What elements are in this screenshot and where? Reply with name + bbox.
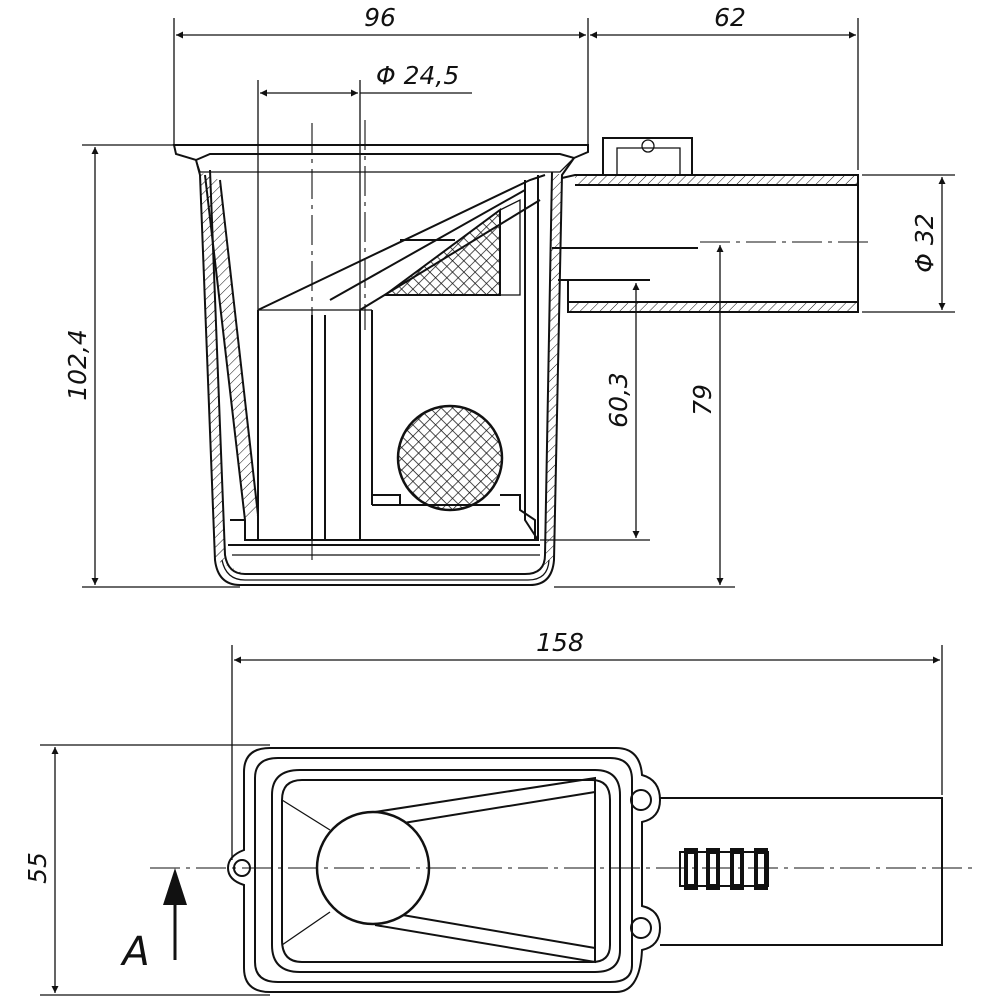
outer-body-wall [195,157,575,586]
plan-outer-flange [226,747,662,993]
dim-phi-32-label: Φ 32 [910,213,939,272]
dimension-62: 62 [590,3,859,170]
plan-view [150,747,975,993]
section-marker-a: A [119,868,187,975]
funnel-slope [257,174,546,311]
dim-96-label: 96 [364,3,396,32]
dim-158-label: 158 [536,628,584,657]
dim-102-4-label: 102,4 [63,329,92,401]
plan-clip [679,848,769,890]
dimension-96: 96 [173,3,589,145]
section-marker-label: A [119,929,149,975]
mesh-filter [381,208,501,296]
outlet-pipe [561,174,859,313]
dimension-79: 79 [554,245,735,588]
top-flange [172,144,589,162]
dim-60-3-label: 60,3 [604,372,633,428]
dimension-phi-32: Φ 32 [862,174,955,313]
dimension-102-4: 102,4 [63,144,240,588]
dim-79-label: 79 [688,384,717,416]
float-ball [396,404,504,512]
dim-55-label: 55 [23,852,52,884]
dimension-55: 55 [23,744,270,996]
dimension-158: 158 [231,628,943,860]
dimension-60-3: 60,3 [540,283,650,541]
dim-62-label: 62 [714,3,746,32]
elevation-view [172,120,872,586]
outlet-clip [602,137,693,175]
dimension-phi-24-5: Φ 24,5 [257,61,472,310]
dim-phi-24-5-label: Φ 24,5 [376,61,459,90]
